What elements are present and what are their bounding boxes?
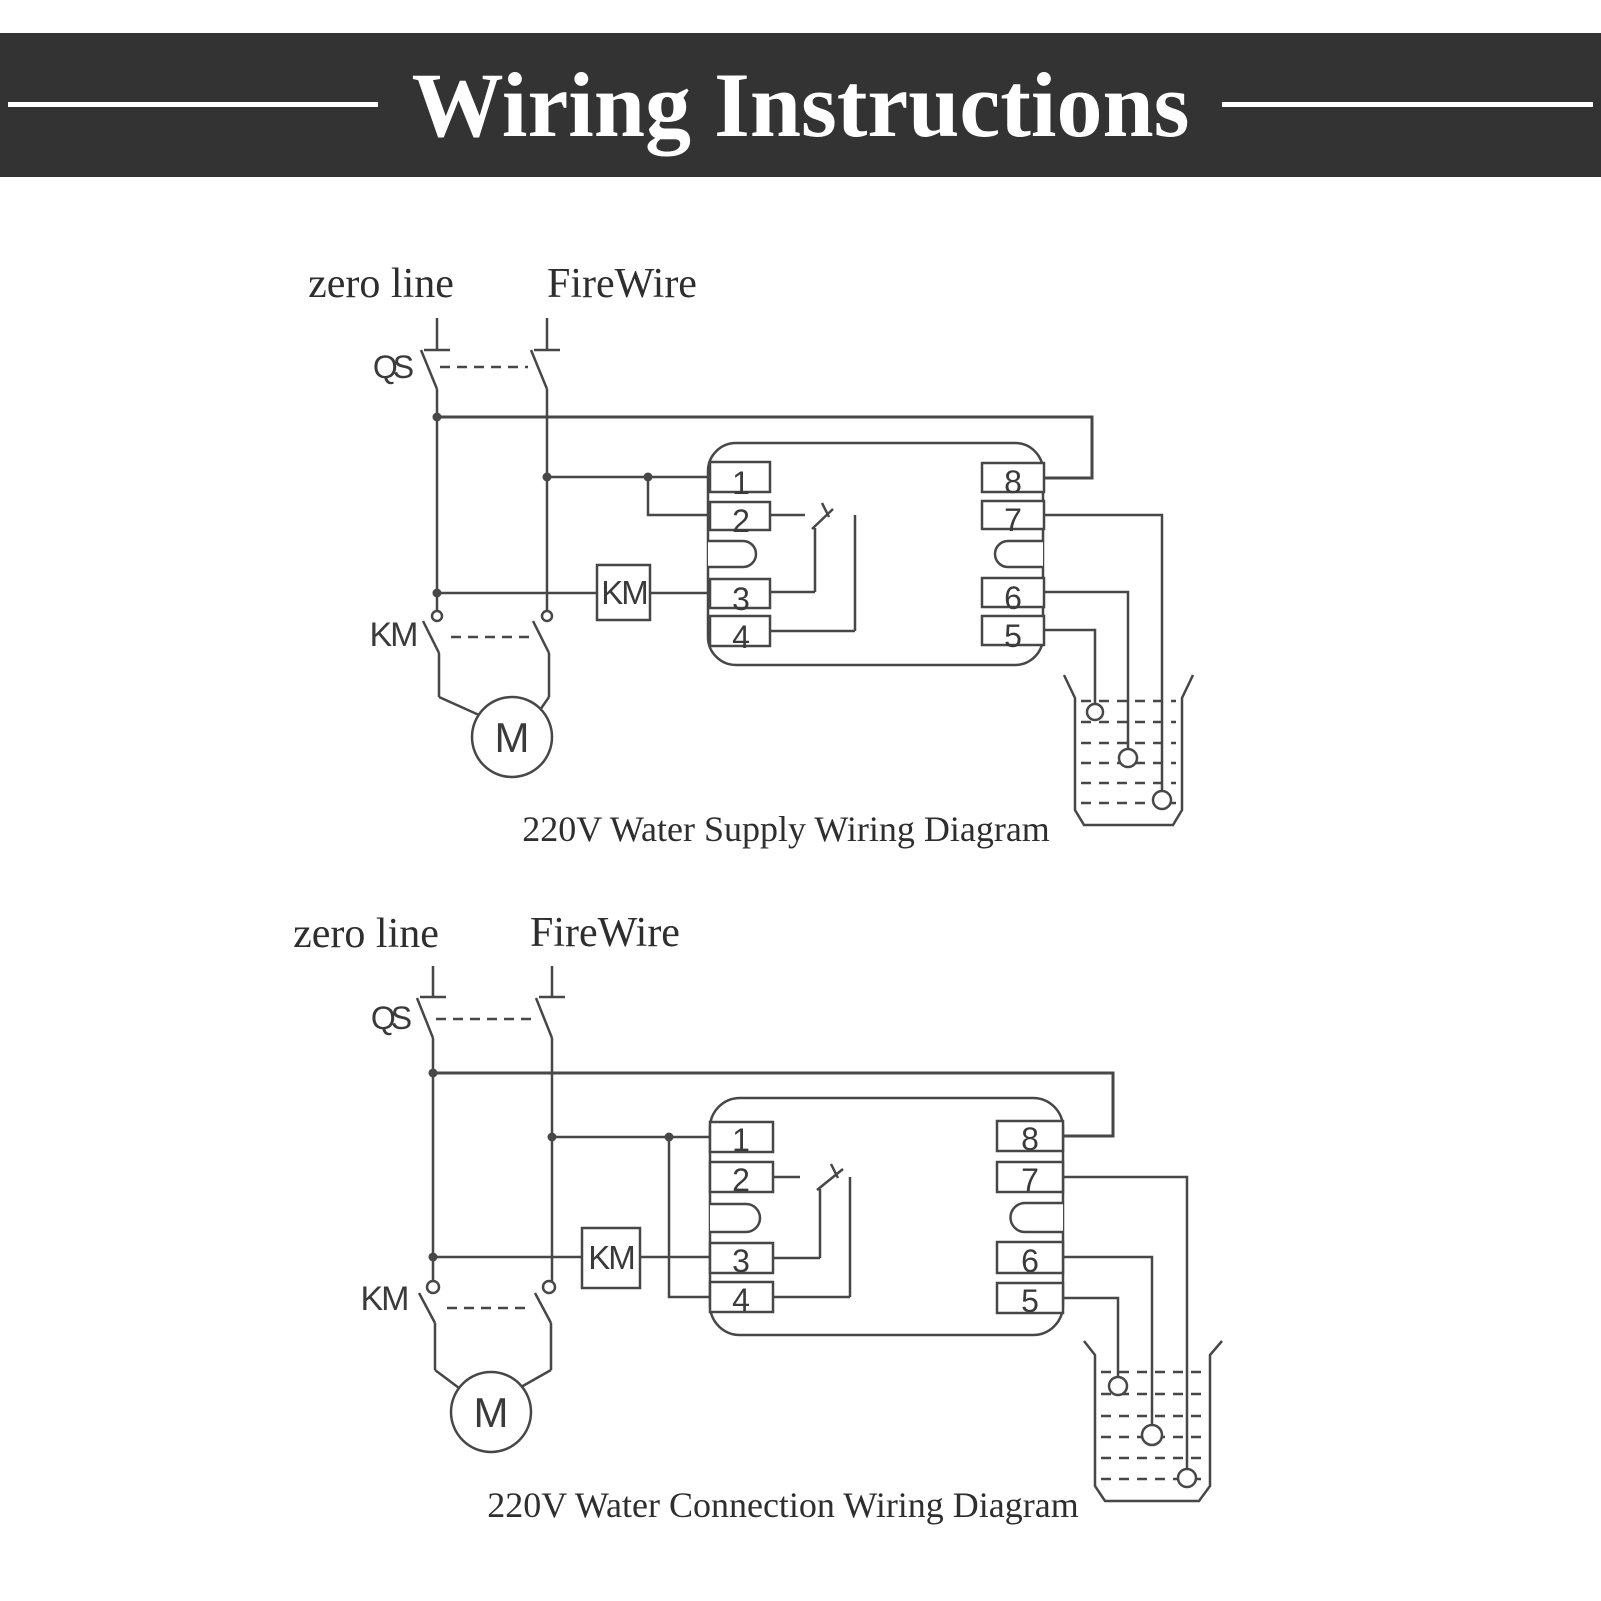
terminal-box-8 <box>995 1119 1065 1153</box>
relay-terminal-boxes-left <box>708 460 772 648</box>
diagram-caption: 220V Water Connection Wiring Diagram <box>487 1485 1079 1525</box>
qs-breaker-blades <box>419 349 549 390</box>
supply-vertical-wires <box>435 389 549 611</box>
page-title: Wiring Instructions <box>411 54 1190 156</box>
terminal-box-6 <box>980 576 1046 609</box>
terminal-number-6: 6 <box>1021 1243 1039 1279</box>
terminal-number-5: 5 <box>1021 1283 1039 1319</box>
keying-notch-left <box>708 539 758 569</box>
wire-rail-to-terminal-8 <box>437 415 1094 480</box>
qs-breaker-blades <box>415 997 554 1039</box>
coil-label: KM <box>588 1239 634 1276</box>
float-probe-high <box>1085 702 1105 722</box>
km-contact-blades <box>417 1292 553 1324</box>
km-contact-terminal-right <box>540 609 554 623</box>
terminal-number-4: 4 <box>732 619 750 655</box>
neutral-label: zero line <box>293 911 439 957</box>
float-probe-mid <box>1117 747 1139 769</box>
junction-dot <box>643 472 653 482</box>
neutral-label: zero line <box>308 261 454 307</box>
breaker-label: QS <box>371 1000 411 1036</box>
terminal-box-1 <box>708 1120 775 1154</box>
header-rule-right <box>1222 102 1593 107</box>
wire-to-terminals-1-4 <box>552 1135 710 1299</box>
km-contact-blades <box>421 620 551 654</box>
motor-circle <box>449 1370 533 1454</box>
live-label: FireWire <box>530 910 680 956</box>
relay-internal-contact <box>773 1163 852 1299</box>
terminal-number-1: 1 <box>732 465 750 501</box>
header-rule-left <box>8 102 378 107</box>
junction-dot <box>428 1252 438 1262</box>
terminal-number-8: 8 <box>1021 1121 1039 1157</box>
terminal-box-8 <box>980 461 1046 494</box>
terminal-number-2: 2 <box>732 1162 750 1198</box>
water-tank <box>1062 674 1195 827</box>
terminal-box-7 <box>995 1160 1065 1194</box>
km-coil-box <box>595 563 652 622</box>
contactor-label: KM <box>361 1280 408 1318</box>
diagram-water-connection: zero line FireWire QS KM KM M 1 2 3 4 8 … <box>293 910 1223 1525</box>
keying-notch-left <box>710 1202 762 1234</box>
terminal-number-7: 7 <box>1004 502 1022 538</box>
terminal-box-5 <box>980 614 1046 647</box>
breaker-label: QS <box>373 349 413 385</box>
float-probe-mid <box>1140 1423 1164 1447</box>
junction-dot <box>542 472 552 482</box>
motor-circle <box>470 695 554 779</box>
terminal-number-5: 5 <box>1004 618 1022 654</box>
terminal-number-1: 1 <box>732 1122 750 1158</box>
diagram-caption: 220V Water Supply Wiring Diagram <box>522 809 1050 849</box>
float-probe-low <box>1176 1467 1198 1489</box>
diagram-water-supply: zero line FireWire QS KM KM M 1 2 3 4 8 … <box>308 261 1195 849</box>
motor-label: M <box>495 714 530 761</box>
motor-branch-wires <box>433 1323 553 1370</box>
water-tank <box>1083 1340 1223 1503</box>
float-probe-low <box>1151 789 1173 811</box>
wire-to-terminals-1-2 <box>547 475 710 517</box>
supply-terminal-symbols <box>424 318 560 352</box>
terminal-box-2 <box>708 1160 775 1194</box>
motor-lead-wires <box>438 695 551 717</box>
terminal-box-6 <box>995 1240 1065 1275</box>
km-coil-box <box>580 1226 642 1290</box>
junction-dot <box>664 1132 674 1142</box>
terminal-number-6: 6 <box>1004 580 1022 616</box>
terminal-number-4: 4 <box>732 1282 750 1318</box>
relay-internal-contact <box>770 502 857 633</box>
terminal-box-7 <box>980 499 1046 531</box>
junction-dot <box>432 412 442 422</box>
probe-wires <box>1044 513 1164 792</box>
km-contact-terminal-left <box>430 609 444 623</box>
motor-branch-wires <box>437 653 551 697</box>
junction-dot <box>428 1068 438 1078</box>
keying-notch-right <box>1009 1201 1063 1234</box>
supply-terminal-symbols <box>420 966 565 999</box>
junction-dot <box>432 588 442 598</box>
terminal-number-3: 3 <box>732 1243 750 1279</box>
float-probe-high <box>1107 1375 1129 1397</box>
header-banner: Wiring Instructions <box>0 33 1601 177</box>
relay-terminal-boxes-right <box>995 1119 1065 1315</box>
live-label: FireWire <box>547 261 697 307</box>
probe-wires <box>1063 1175 1189 1469</box>
relay-terminal-boxes-right <box>980 461 1046 647</box>
motor-lead-wires <box>434 1368 552 1389</box>
terminal-number-2: 2 <box>732 503 750 539</box>
km-contact-terminal-right <box>541 1279 557 1295</box>
coil-label: KM <box>601 574 647 611</box>
supply-vertical-wires <box>431 1038 554 1281</box>
km-contact-terminal-left <box>425 1279 441 1295</box>
terminal-number-7: 7 <box>1021 1162 1039 1198</box>
terminal-number-3: 3 <box>732 581 750 617</box>
junction-dot <box>547 1132 557 1142</box>
keying-notch-right <box>993 539 1043 569</box>
terminal-number-8: 8 <box>1004 464 1022 500</box>
wire-rail-to-terminal-8 <box>433 1071 1115 1138</box>
contactor-label: KM <box>370 616 417 654</box>
motor-label: M <box>474 1389 509 1436</box>
